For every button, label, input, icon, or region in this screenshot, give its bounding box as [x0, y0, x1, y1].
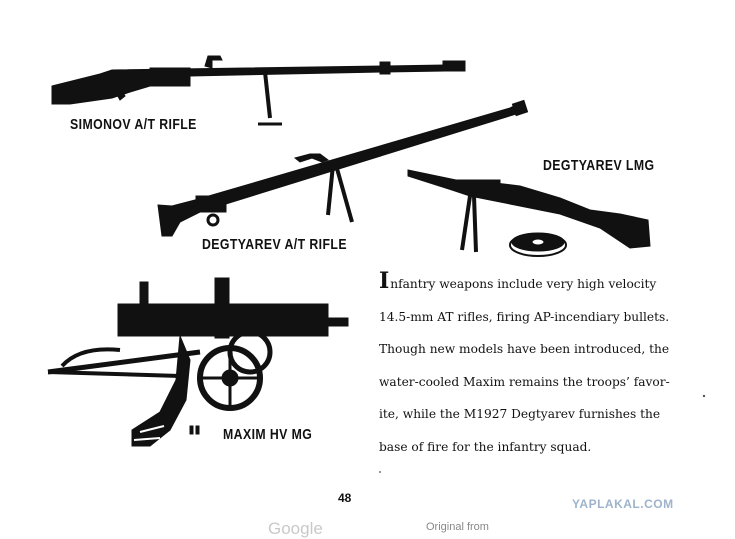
footer-original-from: Original from [426, 521, 489, 533]
simonov-rifle-drawing [51, 55, 466, 126]
body-line-6: base of fire for the infantry squad. [379, 439, 592, 454]
footer-google-logo: Google [268, 519, 323, 538]
speck [379, 471, 381, 473]
label-degtyarev-at-rifle: DEGTYAREV A/T RIFLE [202, 236, 347, 253]
degtyarev-at-rifle-drawing [157, 99, 529, 237]
body-line-1: nfantry weapons include very high veloci… [390, 277, 657, 291]
speck [702, 394, 706, 398]
watermark: YAPLAKAL.COM [572, 497, 674, 511]
label-simonov-at-rifle: SIMONOV A/T RIFLE [70, 116, 197, 133]
maxim-mg-drawing [47, 277, 349, 447]
body-paragraph: I nfantry weapons include very high velo… [379, 268, 670, 463]
label-degtyarev-lmg: DEGTYAREV LMG [543, 157, 655, 174]
body-line-2: 14.5-mm AT rifles, firing AP-incendiary … [379, 309, 670, 324]
drop-cap: I [379, 268, 390, 294]
degtyarev-lmg-drawing [407, 169, 651, 257]
body-line-5: ite, while the M1927 Degtyarev furnishes… [379, 407, 661, 421]
body-line-3: Though new models have been introduced, … [379, 342, 670, 356]
page-number: 48 [338, 491, 352, 505]
body-line-4: water-cooled Maxim remains the troops’ f… [379, 374, 670, 389]
label-maxim-hv-mg: MAXIM HV MG [223, 426, 313, 443]
